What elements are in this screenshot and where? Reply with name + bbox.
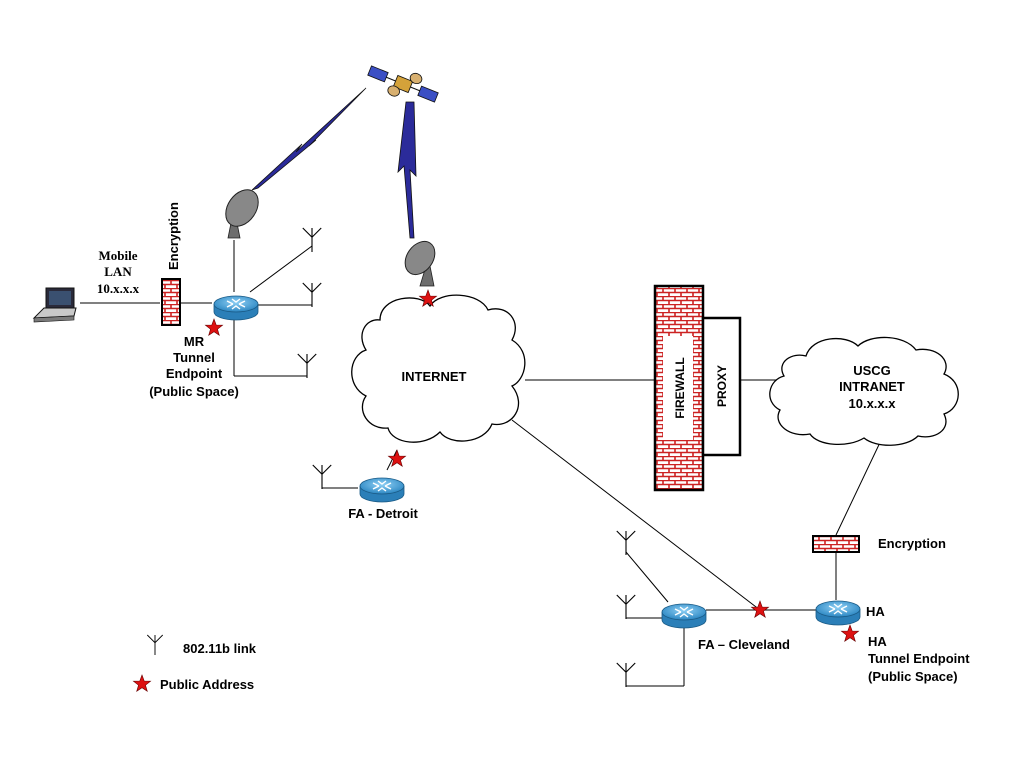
- star-icon: [388, 449, 406, 467]
- satellite-icon: [367, 65, 439, 103]
- antenna-icon: [616, 594, 636, 620]
- proxy-label: PROXY: [715, 365, 729, 407]
- svg-text:HA: HA: [868, 634, 887, 649]
- satellite-dish-icon: [404, 240, 436, 287]
- svg-text:Tunnel: Tunnel: [173, 350, 215, 365]
- mr-tunnel-endpoint-label: MR Tunnel Endpoint (Public Space): [149, 334, 239, 399]
- encryption-box-left: [161, 278, 181, 326]
- router-icon: [661, 603, 707, 629]
- fa-cleveland-label: FA – Cleveland: [698, 637, 790, 652]
- star-icon: [205, 318, 223, 336]
- proxy-box: [701, 316, 742, 457]
- svg-text:USCG: USCG: [853, 363, 891, 378]
- star-icon: [841, 624, 859, 642]
- star-icon: [751, 600, 769, 618]
- svg-text:(Public Space): (Public Space): [868, 669, 958, 684]
- router-icon: [359, 477, 405, 503]
- firewall-icon: [653, 284, 705, 492]
- antenna-icon: [312, 464, 332, 490]
- antenna-icon: [302, 282, 322, 308]
- legend-link-label: 802.11b link: [183, 641, 257, 656]
- mobile-lan-label: Mobile LAN 10.x.x.x: [97, 248, 140, 296]
- encryption-label-right: Encryption: [878, 536, 946, 551]
- svg-text:(Public Space): (Public Space): [149, 384, 239, 399]
- encryption-box-right: [812, 535, 860, 553]
- fa-detroit-label: FA - Detroit: [348, 506, 418, 521]
- antenna-icon: [297, 353, 317, 379]
- svg-text:LAN: LAN: [104, 264, 132, 279]
- svg-text:MR: MR: [184, 334, 205, 349]
- router-icon: [815, 600, 861, 626]
- antenna-icon: [302, 227, 322, 253]
- ha-label: HA: [866, 604, 885, 619]
- svg-text:Tunnel Endpoint: Tunnel Endpoint: [868, 651, 970, 666]
- svg-text:INTRANET: INTRANET: [839, 379, 905, 394]
- uscg-intranet-label: USCG INTRANET 10.x.x.x: [839, 363, 905, 411]
- firewall-label: FIREWALL: [673, 357, 687, 418]
- laptop-icon: [32, 287, 77, 323]
- legend-public-label: Public Address: [160, 677, 254, 692]
- router-icon: [213, 295, 259, 321]
- satellite-dish-icon: [225, 189, 259, 239]
- star-icon: [133, 674, 151, 692]
- svg-text:Mobile: Mobile: [99, 248, 138, 263]
- lightning-icon: [251, 87, 417, 239]
- svg-text:10.x.x.x: 10.x.x.x: [97, 281, 140, 296]
- ha-tunnel-endpoint-label: HA Tunnel Endpoint (Public Space): [868, 634, 970, 684]
- legend: 802.11b link Public Address: [160, 641, 257, 692]
- antenna-icon: [616, 530, 636, 556]
- antenna-icon: [616, 662, 636, 688]
- cloud-icon: [769, 336, 959, 446]
- svg-text:Endpoint: Endpoint: [166, 366, 223, 381]
- encryption-label-vertical: Encryption: [166, 202, 181, 270]
- cloud-icon: [351, 294, 526, 443]
- internet-label: INTERNET: [402, 369, 467, 384]
- antenna-icon: [146, 634, 164, 656]
- svg-text:10.x.x.x: 10.x.x.x: [849, 396, 897, 411]
